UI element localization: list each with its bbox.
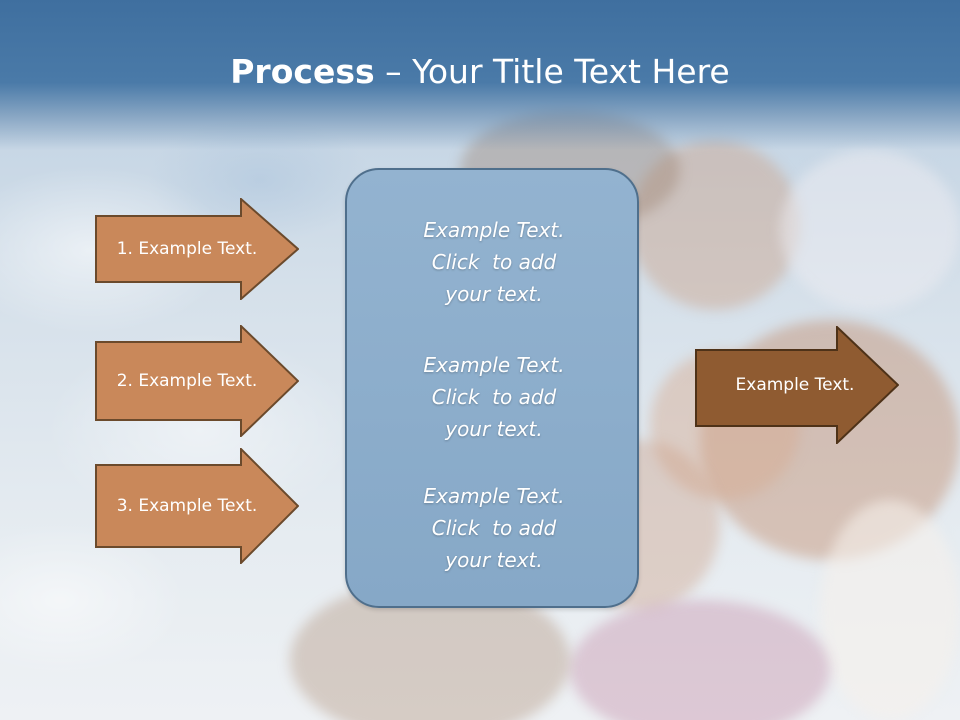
left-arrow-1[interactable]: 1. Example Text. [95,198,299,300]
left-arrow-3[interactable]: 3. Example Text. [95,448,299,564]
right-arrow-label: Example Text. [735,375,855,395]
center-text-3: Example Text. Click to add your text. [423,484,565,572]
right-arrow-shape [695,326,899,444]
left-arrow-2-shape [95,325,299,437]
left-arrow-2-label: 2. Example Text. [116,371,258,391]
left-arrow-2[interactable]: 2. Example Text. [95,325,299,437]
photo-shirt-bottom [570,600,830,720]
center-text-1: Example Text. Click to add your text. [423,218,565,306]
center-text-2: Example Text. Click to add your text. [423,353,565,441]
slide-title[interactable]: Process – Your Title Text Here [0,52,960,91]
photo-face-top [630,140,800,310]
right-arrow[interactable]: Example Text. [695,326,899,444]
left-arrow-1-label: 1. Example Text. [116,239,258,259]
title-rest: – Your Title Text Here [374,52,730,91]
left-arrow-3-label: 3. Example Text. [116,496,258,516]
title-band [0,0,960,150]
left-arrow-1-shape [95,198,299,300]
photo-top-right [820,500,960,720]
title-bold: Process [230,52,375,91]
center-text-box[interactable]: Example Text. Click to add your text. Ex… [345,168,639,608]
photo-shirt-top [780,150,960,310]
left-arrow-3-shape [95,448,299,564]
